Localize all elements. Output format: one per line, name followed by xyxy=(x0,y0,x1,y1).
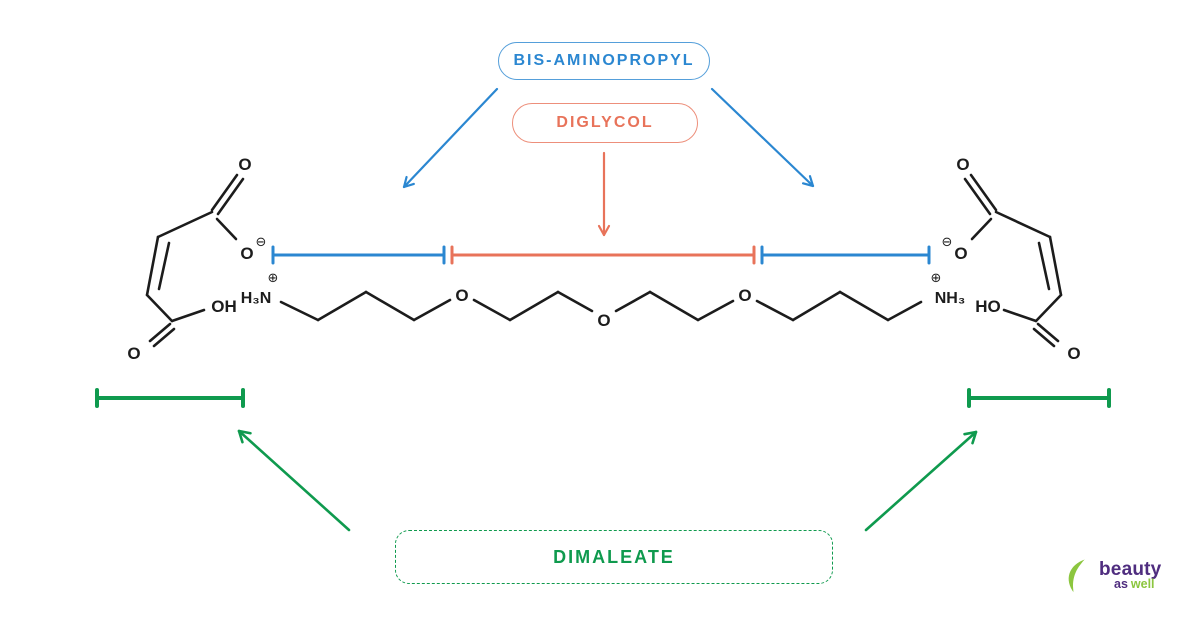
atom-oh-left: OH xyxy=(211,297,237,316)
dimaleate-label-text: DIMALEATE xyxy=(553,546,675,567)
bis-aminopropyl-arrow-right-icon xyxy=(710,87,815,188)
atom-o-bottom-right: O xyxy=(1067,344,1080,363)
backbone-bonds xyxy=(279,290,923,322)
dimaleate-arrow-right-icon xyxy=(864,430,978,532)
aminopropyl-bracket-left xyxy=(271,245,446,265)
aminopropyl-bracket-right xyxy=(760,245,931,265)
maleate-underline-right xyxy=(967,388,1111,408)
atom-ammonium-right: NH₃ xyxy=(935,290,966,307)
atom-o-top-left: O xyxy=(238,155,251,174)
charge-minus-right-icon: ⊖ xyxy=(942,235,953,250)
logo-leaf-icon xyxy=(1068,558,1087,594)
bis-aminopropyl-label: BIS-AMINOPROPYL xyxy=(498,42,710,80)
atom-carboxylate-o-left: O xyxy=(240,244,253,263)
atom-o-bottom-left: O xyxy=(127,344,140,363)
diglycol-label: DIGLYCOL xyxy=(512,103,698,143)
logo-name: beauty xyxy=(1099,559,1162,580)
diglycol-label-text: DIGLYCOL xyxy=(556,114,654,131)
logo-tagline-well: well xyxy=(1130,577,1155,591)
charge-minus-left-icon: ⊖ xyxy=(256,235,267,250)
bis-aminopropyl-arrow-left-icon xyxy=(402,87,499,189)
atom-ether-o-left: O xyxy=(455,286,468,305)
atom-ammonium-left: H₃N xyxy=(241,290,272,307)
atom-o-top-right: O xyxy=(956,155,969,174)
bis-aminopropyl-label-text: BIS-AMINOPROPYL xyxy=(513,52,695,69)
maleate-underline-left xyxy=(95,388,245,408)
dimaleate-label: DIMALEATE xyxy=(395,530,833,584)
charge-plus-left-icon: ⊕ xyxy=(268,271,279,286)
left-maleate-bonds xyxy=(145,173,245,348)
right-maleate-bonds xyxy=(963,173,1063,348)
atom-carboxylate-o-right: O xyxy=(954,244,967,263)
dimaleate-arrow-left-icon xyxy=(237,429,351,532)
charge-plus-right-icon: ⊕ xyxy=(931,271,942,286)
logo-tagline-as: as xyxy=(1114,577,1128,591)
atom-ether-o-middle: O xyxy=(597,311,610,330)
atom-ether-o-right: O xyxy=(738,286,751,305)
diglycol-bracket xyxy=(450,245,756,265)
atom-ho-right: HO xyxy=(975,297,1001,316)
